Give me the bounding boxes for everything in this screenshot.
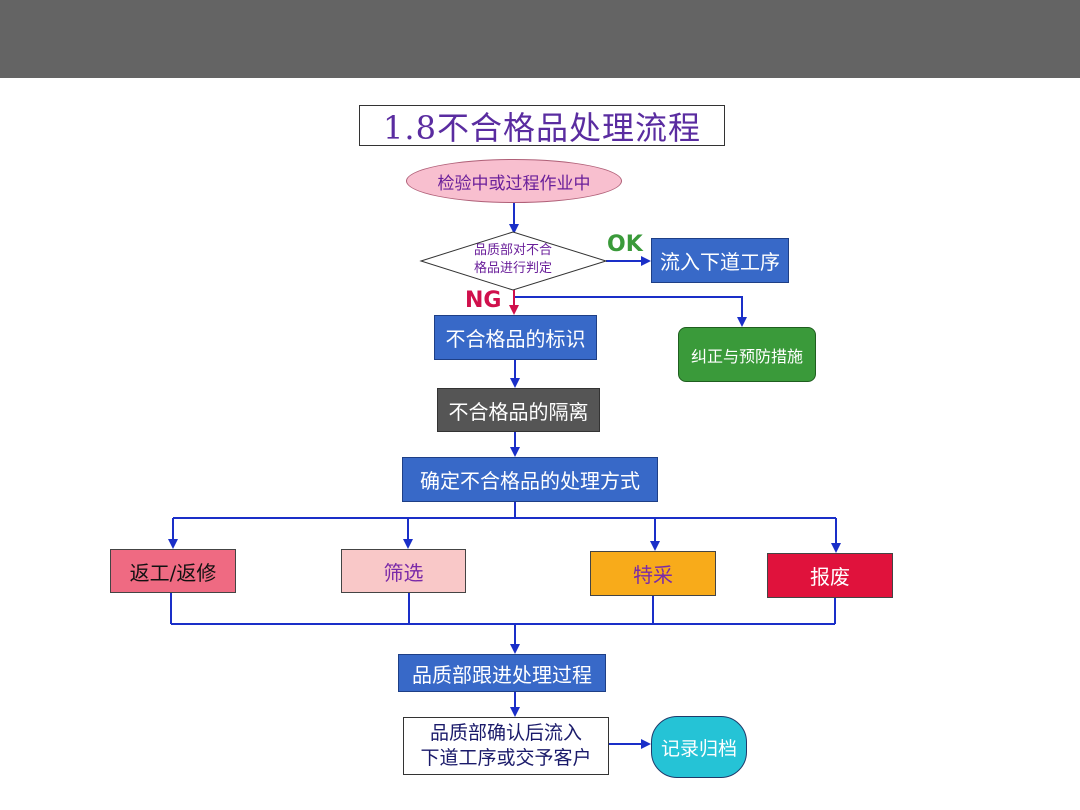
arrow-ng-to-corrective	[514, 296, 747, 327]
identify-node: 不合格品的标识	[434, 315, 597, 360]
ok-label: OK	[607, 232, 643, 257]
start-node: 检验中或过程作业中	[406, 159, 622, 203]
record-archive-node: 记录归档	[651, 716, 747, 778]
next-process-node: 流入下道工序	[651, 238, 789, 283]
release-node: 品质部确认后流入 下道工序或交予客户	[403, 717, 609, 775]
special-acceptance-node: 特采	[590, 551, 716, 596]
scrap-node: 报废	[767, 553, 893, 598]
decide-method-node: 确定不合格品的处理方式	[402, 457, 658, 502]
ng-label: NG	[465, 288, 502, 313]
release-line2: 下道工序或交予客户	[420, 747, 592, 769]
decision-diamond	[419, 231, 608, 291]
screen-node: 筛选	[341, 549, 466, 593]
header-bar	[0, 0, 1080, 78]
rework-node: 返工/返修	[110, 549, 236, 593]
follow-up-node: 品质部跟进处理过程	[398, 654, 606, 692]
decision-label-line1: 品质部对不合	[473, 243, 552, 258]
decision-label-line2: 格品进行判定	[473, 261, 552, 276]
corrective-action-node: 纠正与预防措施	[678, 327, 816, 382]
isolate-node: 不合格品的隔离	[437, 388, 600, 432]
release-line1: 品质部确认后流入	[429, 722, 582, 744]
page-title: 1.8不合格品处理流程	[359, 105, 725, 147]
decision-label: 品质部对不合 格品进行判定	[452, 242, 574, 278]
